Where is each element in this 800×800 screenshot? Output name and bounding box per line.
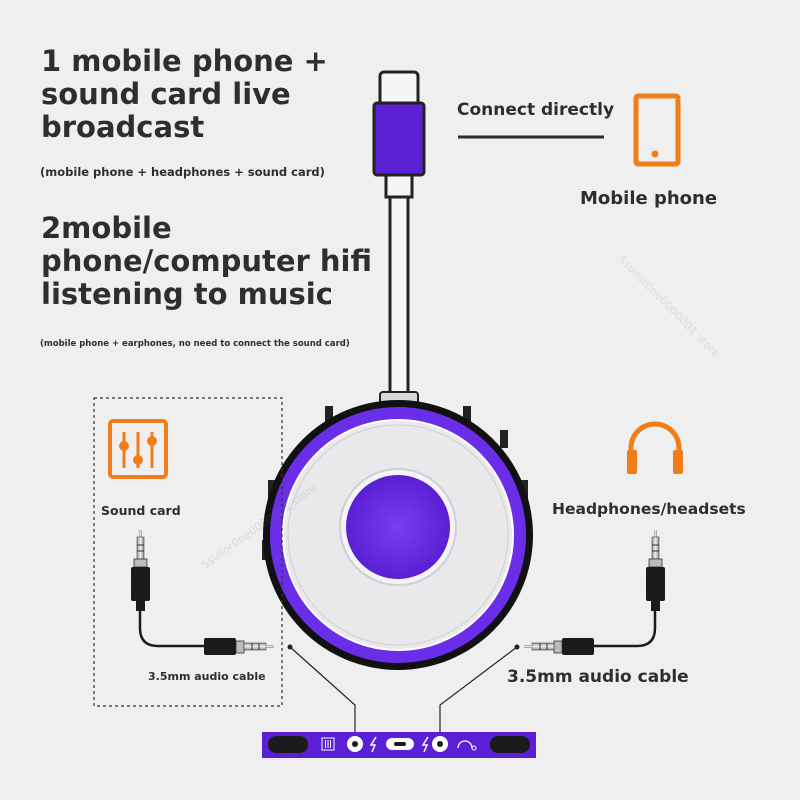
headline-hifi-listening: 2mobile phone/computer hifi listening to… — [41, 211, 372, 311]
note-live-broadcast: (mobile phone + headphones + sound card) — [40, 165, 325, 179]
audio-cable-label-right: 3.5mm audio cable — [507, 667, 689, 687]
sound-card-label: Sound card — [101, 503, 181, 518]
port-pointer-lines — [287, 644, 520, 735]
audio-cable-label-left: 3.5mm audio cable — [148, 670, 266, 683]
mobile-phone-icon — [633, 93, 681, 167]
soundcard-dashed-box — [93, 397, 283, 707]
headphones-icon — [627, 421, 683, 474]
headphones-label: Headphones/headsets — [552, 500, 746, 518]
headset-port-icon — [457, 740, 473, 749]
mobile-phone-label: Mobile phone — [580, 188, 718, 209]
right-aux-cable — [524, 530, 665, 655]
note-hifi-listening: (mobile phone + earphones, no need to co… — [40, 339, 350, 349]
round-sound-device — [262, 400, 533, 670]
mixer-port-icon — [321, 737, 335, 751]
device-port-strip — [262, 732, 536, 758]
left-aux-cable — [131, 530, 274, 655]
usb-c-cable — [372, 70, 426, 407]
headline-live-broadcast: 1 mobile phone + sound card live broadca… — [41, 44, 328, 144]
connect-directly-label: Connect directly — [457, 100, 615, 120]
sound-card-mixer-icon — [108, 419, 168, 479]
usb-c-housing — [372, 101, 426, 177]
lightning-icon-right — [421, 736, 429, 753]
lightning-icon-left — [369, 736, 377, 753]
cable-wire — [388, 195, 410, 399]
